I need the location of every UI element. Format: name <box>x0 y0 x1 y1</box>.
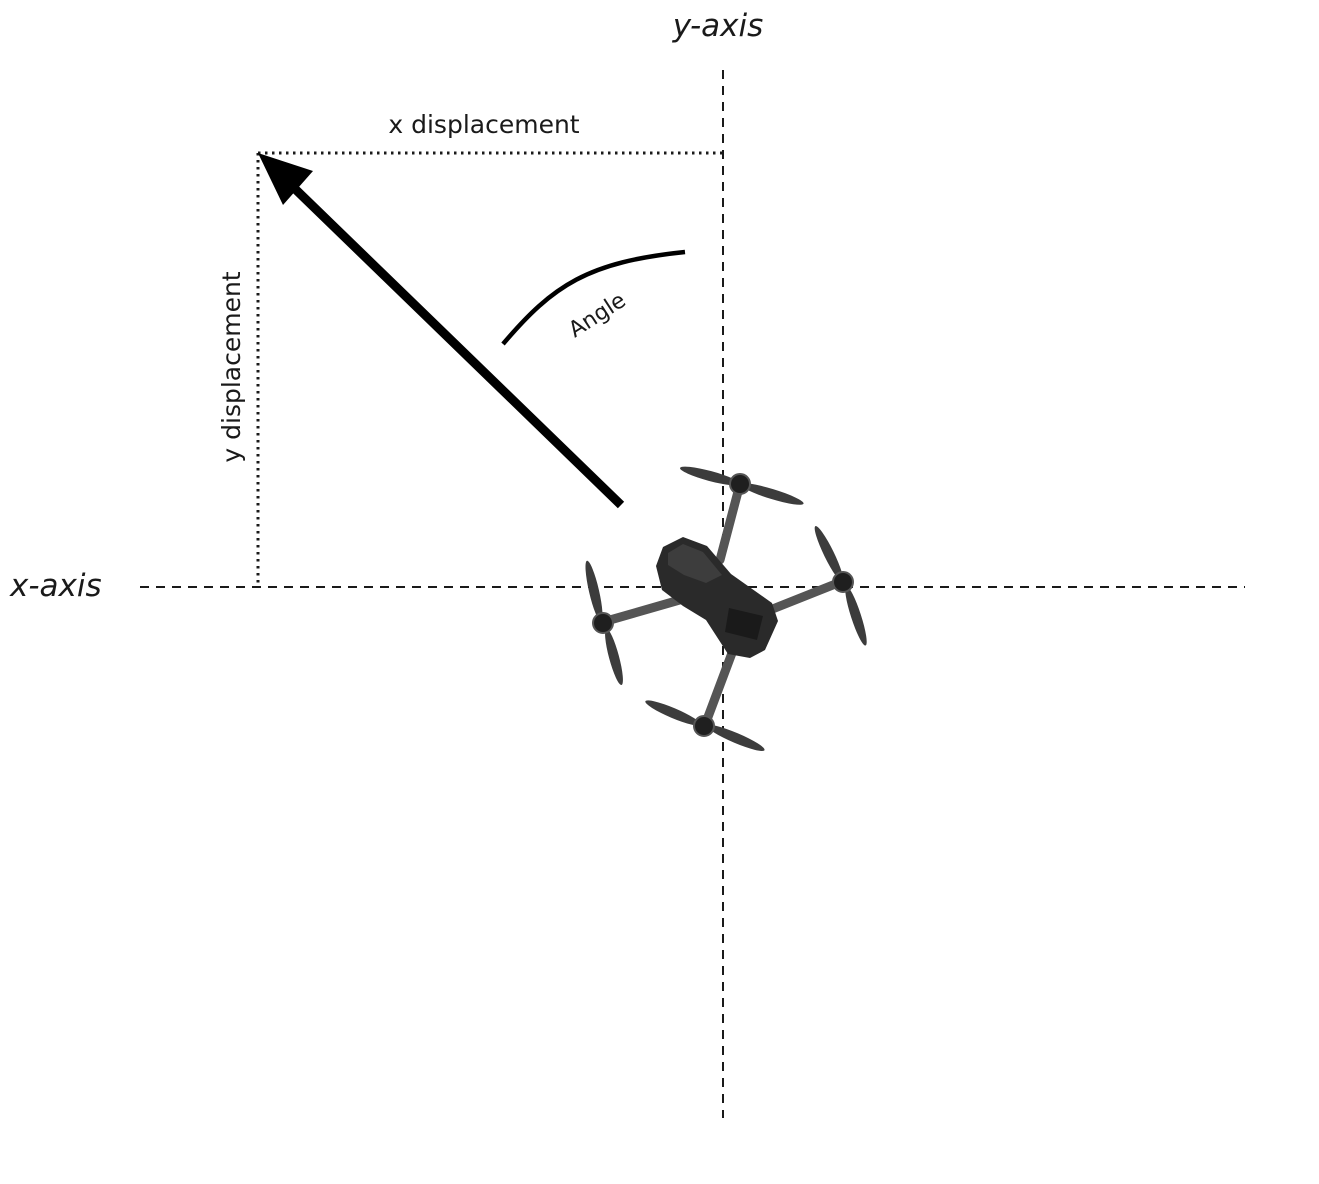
drone-propellers <box>585 466 867 751</box>
x-displacement-label: x displacement <box>388 110 579 139</box>
angle-label: Angle <box>564 288 630 343</box>
x-axis-label: x-axis <box>9 568 102 604</box>
y-axis-label: y-axis <box>672 8 764 44</box>
heading-arrow-shaft <box>286 180 625 509</box>
y-displacement-label: y displacement <box>217 271 246 462</box>
drone-motors <box>592 473 854 737</box>
quadcopter-drone-icon <box>585 466 867 751</box>
heading-arrowhead <box>258 153 313 205</box>
angle-arc <box>501 249 686 346</box>
drone-body <box>656 537 778 658</box>
drone-arms <box>598 479 848 730</box>
